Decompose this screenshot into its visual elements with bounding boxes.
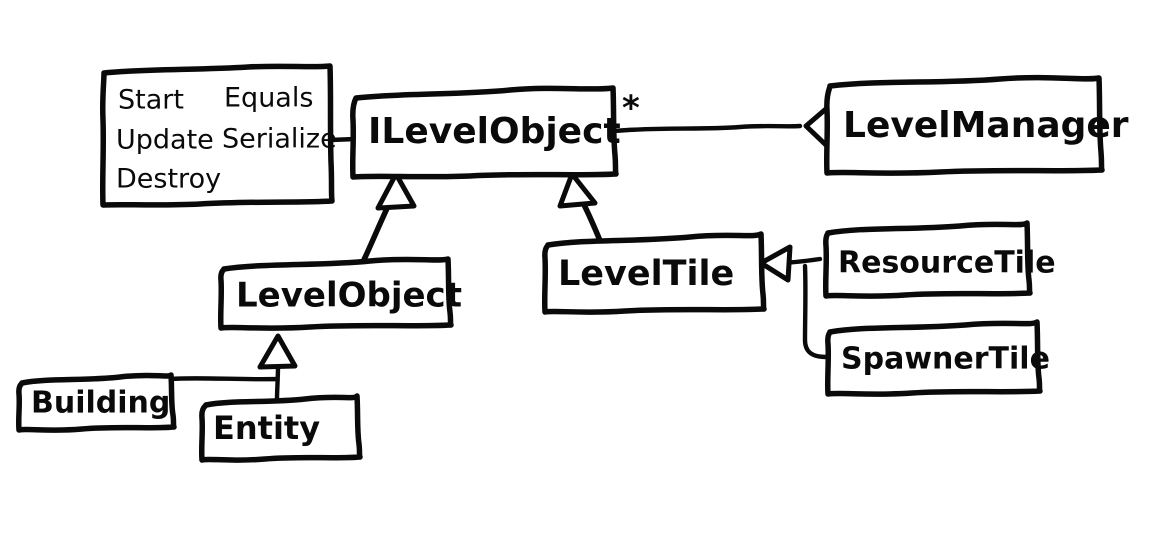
methods-note-box[interactable]: Start Equals Update Serialize Destroy <box>99 63 337 208</box>
class-label-resourcetile: ResourceTile <box>838 246 1056 281</box>
connector-aggregation-ilevelobject-levelmanager <box>611 105 851 149</box>
connector-inheritance-building-to-levelobject <box>167 376 280 382</box>
methods-note-row-0-right: Equals <box>224 83 313 114</box>
class-box-levelobject[interactable]: LevelObject <box>217 256 462 331</box>
inheritance-triangle-icon <box>257 333 298 370</box>
methods-note-row-1-left: Update <box>116 125 214 156</box>
class-label-levelmanager: LevelManager <box>843 105 1129 146</box>
class-label-building: Building <box>31 386 170 421</box>
class-label-spawnertile: SpawnerTile <box>841 342 1050 377</box>
class-box-building[interactable]: Building <box>15 372 177 433</box>
class-label-leveltile: LevelTile <box>558 254 734 294</box>
connector-inheritance-leveltile-to-ilevelobject <box>557 171 604 246</box>
class-box-ilevelobject[interactable]: ILevelObject * <box>349 85 640 180</box>
class-box-resourcetile[interactable]: ResourceTile <box>822 220 1056 299</box>
class-label-levelobject: LevelObject <box>236 276 462 316</box>
inheritance-triangle-icon <box>557 171 598 209</box>
connector-inheritance-entity-to-levelobject <box>257 333 298 402</box>
class-box-levelmanager[interactable]: LevelManager <box>823 74 1129 176</box>
class-box-spawnertile[interactable]: SpawnerTile <box>824 319 1050 397</box>
connector-inheritance-spawnertile-to-leveltile <box>802 263 829 360</box>
inheritance-triangle-icon <box>758 244 793 283</box>
class-label-entity: Entity <box>213 409 320 447</box>
connector-inheritance-levelobject-to-ilevelobject <box>359 171 417 267</box>
methods-note-row-2-left: Destroy <box>116 164 221 195</box>
inheritance-triangle-icon <box>375 171 417 211</box>
class-label-ilevelobject: ILevelObject <box>368 111 621 152</box>
connector-inheritance-resourcetile-to-leveltile <box>758 244 823 283</box>
methods-note-row-1-right: Serialize <box>222 124 337 155</box>
multiplicity-label-star: * <box>622 89 640 129</box>
class-box-leveltile[interactable]: LevelTile <box>541 231 767 315</box>
class-box-entity[interactable]: Entity <box>198 393 363 463</box>
methods-note-row-0-left: Start <box>118 85 184 116</box>
